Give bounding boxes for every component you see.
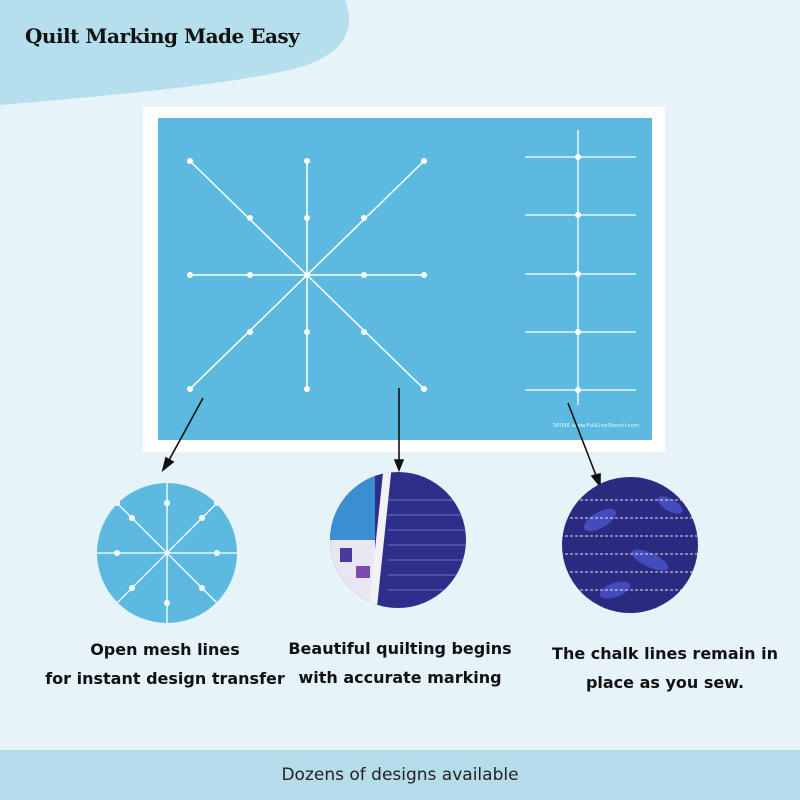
caption-line: place as you sew. bbox=[585, 673, 745, 692]
ladder-pattern bbox=[525, 130, 636, 405]
caption-line: Beautiful quilting begins bbox=[288, 639, 512, 658]
footer-banner: Dozens of designs available bbox=[0, 750, 800, 800]
starburst-pattern bbox=[187, 158, 427, 392]
chalk-lines-photo-image bbox=[562, 477, 698, 613]
stencil-sheet bbox=[158, 118, 652, 440]
caption-line: with accurate marking bbox=[298, 668, 502, 687]
stencil-illustration: 30096 www.FullLineStencil.com bbox=[97, 107, 698, 623]
stencil-imprint: 30096 www.FullLineStencil.com bbox=[553, 423, 640, 429]
caption-line: Open mesh lines bbox=[90, 640, 240, 659]
footer-text: Dozens of designs available bbox=[281, 765, 519, 785]
page-title: Quilt Marking Made Easy bbox=[25, 24, 300, 48]
pointer-arrows bbox=[161, 388, 601, 489]
header-background-shape bbox=[0, 0, 349, 105]
caption-line: The chalk lines remain in bbox=[552, 644, 778, 663]
caption-line: for instant design transfer bbox=[45, 669, 285, 688]
quilting-photo-image bbox=[330, 472, 466, 608]
mesh-closeup-image bbox=[97, 483, 237, 623]
feature-caption-chalk: The chalk lines remain in place as you s… bbox=[515, 639, 800, 697]
feature-caption-mesh: Open mesh lines for instant design trans… bbox=[10, 635, 320, 693]
feature-caption-quilting: Beautiful quilting begins with accurate … bbox=[250, 634, 550, 692]
